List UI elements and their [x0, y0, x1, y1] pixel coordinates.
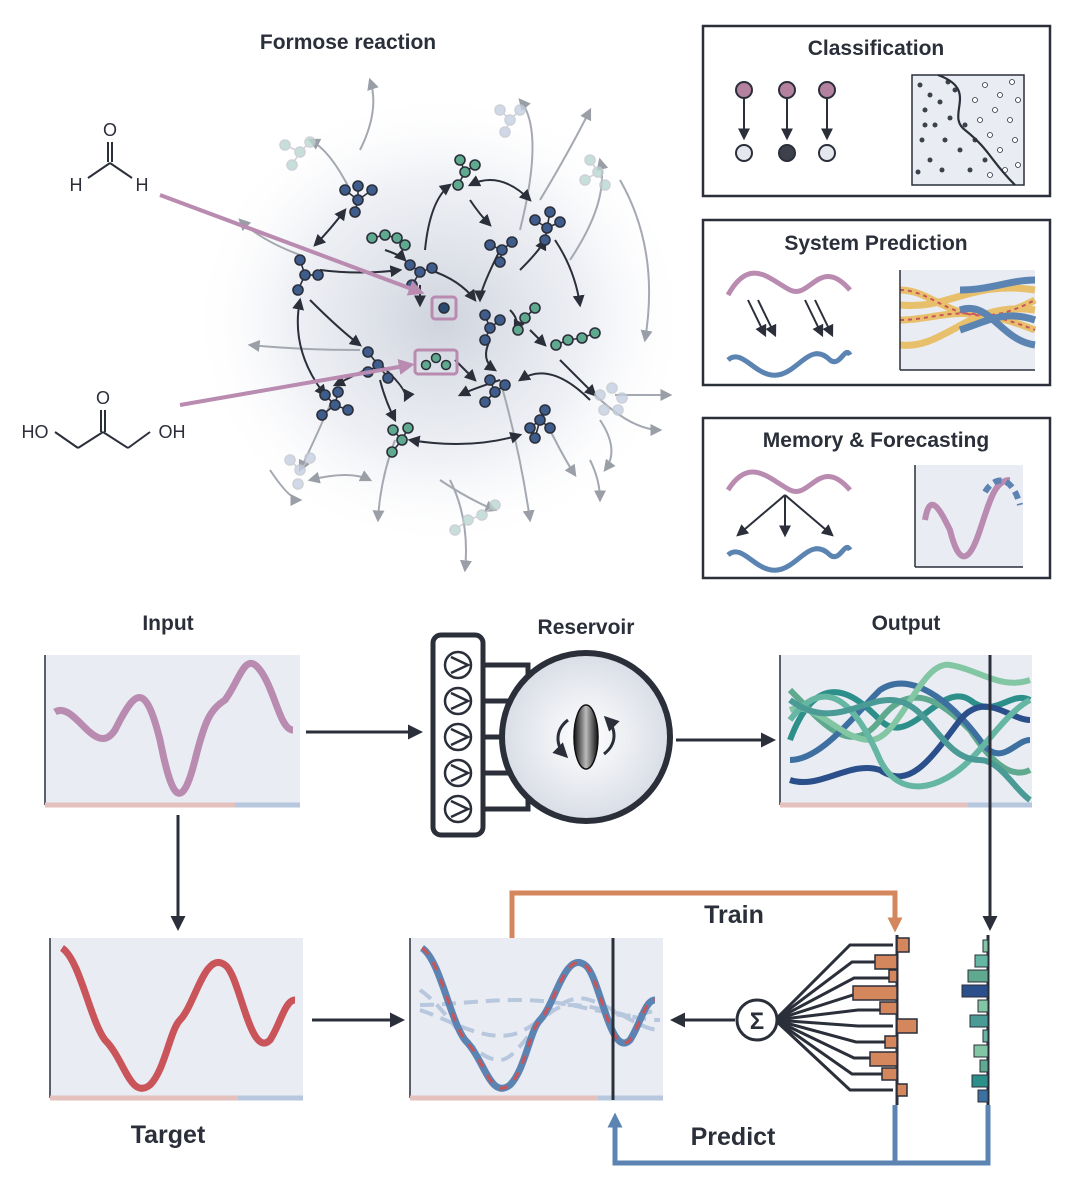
readout: Σ: [670, 935, 990, 1105]
molecule-faded: [594, 382, 628, 416]
molecule: [316, 386, 354, 421]
formose-title: Formose reaction: [260, 31, 436, 54]
task-system-prediction: System Prediction: [701, 218, 1052, 387]
memory-forecasting-title: Memory & Forecasting: [763, 429, 989, 452]
molecule-faded: [449, 499, 501, 536]
molecule: [550, 327, 601, 351]
molecule: [339, 180, 378, 218]
output-plot: [779, 655, 1032, 808]
reservoir-label: Reservoir: [538, 616, 635, 639]
sp-output-wave: [726, 350, 853, 378]
mf-input-wave: [725, 469, 852, 494]
formaldehyde-o: O: [103, 120, 117, 140]
output-label: Output: [872, 612, 941, 635]
dha-arrow: [179, 359, 415, 407]
target-label: Target: [131, 1121, 206, 1149]
molecule-faded: [279, 136, 316, 171]
classification-scatter: [911, 73, 1025, 186]
prediction-plot: [409, 938, 663, 1101]
molecule: [479, 374, 511, 408]
input-plot: [44, 655, 300, 808]
dha-node: [420, 352, 452, 371]
dha-ho: HO: [22, 422, 49, 442]
molecule: [292, 254, 324, 296]
state-bars: [961, 939, 989, 1103]
train-label: Train: [704, 901, 764, 929]
input-label: Input: [142, 612, 193, 635]
predict-loop: [607, 1105, 898, 1166]
molecule: [529, 206, 566, 246]
target-plot: [49, 938, 303, 1101]
task-memory-forecasting: Memory & Forecasting: [701, 416, 1052, 580]
molecule: [524, 404, 556, 444]
molecules: [279, 104, 628, 536]
rotation-arrow-left: [552, 718, 569, 759]
molecule: [366, 229, 411, 251]
dha-molecule: O HO OH: [22, 388, 186, 449]
reservoir: [430, 632, 673, 838]
task-classification: Classification: [701, 24, 1052, 198]
weight-bars: [852, 937, 918, 1097]
molecule-faded: [579, 154, 611, 191]
mf-arrows: [736, 494, 834, 538]
molecule: [484, 236, 518, 268]
mf-output-wave: [726, 545, 853, 573]
formaldehyde-h-right: H: [136, 175, 149, 195]
summation-icon: [735, 998, 779, 1042]
formose-network: Formose reaction: [22, 31, 690, 573]
predict-label: Predict: [691, 1123, 776, 1151]
dha-o: O: [96, 388, 110, 408]
sp-input-wave: [725, 270, 852, 297]
formaldehyde-node: [438, 302, 450, 314]
formaldehyde-highlight: [430, 295, 458, 321]
stir-bar-icon: [573, 704, 599, 770]
molecule: [479, 309, 506, 346]
formaldehyde-h-left: H: [70, 175, 83, 195]
train-loop: [509, 890, 903, 938]
class-a-points: [915, 79, 988, 175]
classification-nodes: [735, 81, 836, 162]
mf-forecast: [914, 465, 1023, 568]
molecule: [452, 154, 481, 191]
summation-symbol: Σ: [750, 1008, 764, 1035]
decision-boundary: [937, 73, 1016, 186]
molecule: [386, 422, 414, 458]
dha-highlight: [413, 348, 459, 376]
class-b-points: [972, 79, 1021, 178]
system-prediction-title: System Prediction: [784, 232, 967, 255]
sp-trajectories: [899, 270, 1037, 371]
molecule-faded: [494, 104, 526, 138]
molecule: [512, 302, 541, 336]
dha-oh: OH: [159, 422, 186, 442]
molecule-faded: [284, 452, 316, 490]
formaldehyde-arrow: [159, 193, 425, 296]
pump-icons: [443, 650, 473, 824]
sp-arrows: [747, 299, 834, 338]
predict-loop-states: [895, 1105, 991, 1166]
rotation-arrow-right: [603, 715, 620, 756]
formaldehyde-molecule: O H H: [70, 120, 149, 195]
classification-title: Classification: [808, 37, 945, 60]
